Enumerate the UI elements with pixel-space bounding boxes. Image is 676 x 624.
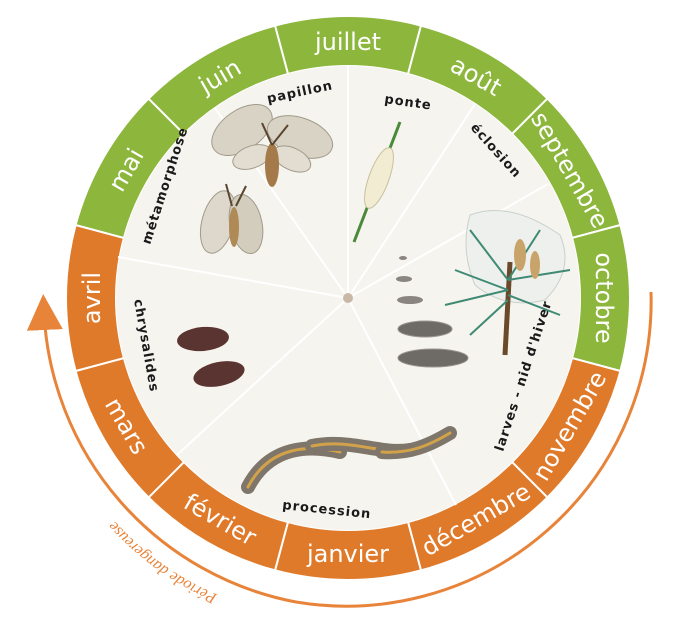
winter-nest-icon [444, 210, 571, 356]
danger-arrow [26, 291, 653, 608]
egg-cluster-icon [352, 121, 402, 243]
moth-icon [211, 104, 334, 187]
stage-label-ponte: ponte [383, 92, 432, 113]
month-label-0: juillet [314, 28, 381, 56]
month-label-6: janvier [306, 540, 389, 568]
month-label-9: avril [78, 272, 106, 324]
chrysalis-icon [177, 326, 245, 387]
moth-icon [199, 183, 264, 255]
caterpillar-icon [241, 426, 457, 494]
caterpillar-icon [396, 256, 469, 368]
center-dot [343, 293, 353, 303]
month-label-3: octobre [590, 252, 618, 343]
